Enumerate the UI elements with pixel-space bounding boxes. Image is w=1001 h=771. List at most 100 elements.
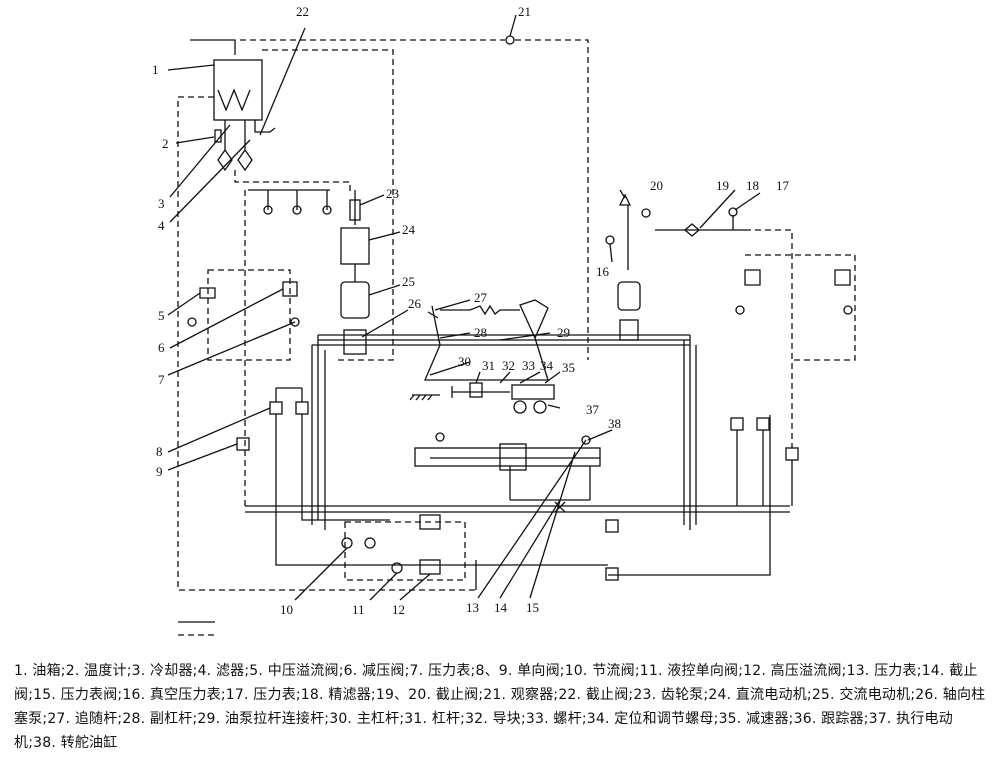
motor-37a xyxy=(513,400,527,414)
callout-38: 38 xyxy=(608,416,621,431)
dashed-right-box xyxy=(745,229,856,448)
check-valve-8b xyxy=(295,401,309,415)
return-line-top xyxy=(240,39,589,360)
callout-8: 8 xyxy=(156,444,163,459)
leader-lines xyxy=(167,14,761,601)
gauge-manifold xyxy=(248,189,330,210)
gauge-b xyxy=(292,205,302,215)
vacuum-gauge-16 xyxy=(605,235,615,245)
callout-31: 31 xyxy=(482,358,495,373)
throttle-valve-10 xyxy=(341,537,353,549)
axial-piston-pump xyxy=(343,329,367,355)
stop-valve-20 xyxy=(618,193,632,206)
callout-26: 26 xyxy=(408,296,422,311)
callout-21: 21 xyxy=(518,4,531,19)
callout-11: 11 xyxy=(352,602,365,617)
main-lever-30 xyxy=(424,344,548,381)
dashed-tank-right xyxy=(262,49,394,361)
motor-37b xyxy=(533,400,547,414)
heater-element xyxy=(217,88,251,112)
callout-27: 27 xyxy=(474,290,488,305)
callout-3: 3 xyxy=(158,196,165,211)
cooler-filter xyxy=(217,120,253,172)
connecting-rod-29 xyxy=(534,337,549,381)
callout-34: 34 xyxy=(540,358,554,373)
cylinder-piston xyxy=(499,443,527,471)
callout-9: 9 xyxy=(156,464,163,479)
gauge-right-a xyxy=(735,305,745,315)
gauge-right-19 xyxy=(641,208,651,218)
callout-6: 6 xyxy=(158,340,165,355)
tank-fill-line xyxy=(190,39,236,55)
callout-28: 28 xyxy=(474,325,487,340)
callout-17: 17 xyxy=(776,178,790,193)
legend-text: 1. 油箱;2. 温度计;3. 冷却器;4. 滤器;5. 中压溢流阀;6. 减压… xyxy=(14,663,986,751)
callout-23: 23 xyxy=(386,186,399,201)
valve-22-line xyxy=(259,27,306,136)
callout-2: 2 xyxy=(162,136,169,151)
callout-7: 7 xyxy=(158,372,165,387)
screw-33 xyxy=(451,386,510,398)
component-legend: 1. 油箱;2. 温度计;3. 冷却器;4. 滤器;5. 中压溢流阀;6. 减压… xyxy=(14,659,989,755)
dashed-box-left xyxy=(207,190,291,506)
main-line-left-vertical xyxy=(311,335,326,530)
right-pump-base xyxy=(619,319,639,341)
relief-valve-5 xyxy=(199,287,216,299)
callout-25: 25 xyxy=(402,274,415,289)
callout-14: 14 xyxy=(494,600,508,615)
gauge-7 xyxy=(290,317,300,327)
relief-right-b xyxy=(834,269,851,286)
hydraulic-system-diagram: 1 2 3 4 5 6 7 8 9 10 11 12 13 14 15 16 1… xyxy=(152,4,856,636)
callout-10: 10 xyxy=(280,602,293,617)
lever-28 xyxy=(427,305,441,346)
callout-37: 37 xyxy=(586,402,600,417)
relief-right-a xyxy=(744,269,761,286)
valve-right-lower-a xyxy=(605,519,619,533)
callout-30: 30 xyxy=(458,354,471,369)
dc-motor xyxy=(340,227,370,265)
right-pump xyxy=(617,281,641,311)
callout-12: 12 xyxy=(392,602,405,617)
ac-motor xyxy=(340,281,370,319)
gear-pump xyxy=(349,199,361,221)
bottom-header xyxy=(245,505,790,513)
guide-block-32 xyxy=(469,382,483,398)
callout-33: 33 xyxy=(522,358,535,373)
check-valve-8a xyxy=(269,401,283,415)
callout-20: 20 xyxy=(650,178,663,193)
callout-22: 22 xyxy=(296,4,309,19)
callout-29: 29 xyxy=(557,325,570,340)
callout-32: 32 xyxy=(502,358,515,373)
callout-13: 13 xyxy=(466,600,479,615)
callout-35: 35 xyxy=(562,360,575,375)
oil-tank xyxy=(213,59,263,121)
tank-drain xyxy=(254,120,276,133)
callout-4: 4 xyxy=(158,218,165,233)
follow-rod-27 xyxy=(440,304,520,316)
rocker-29 xyxy=(519,299,549,340)
callout-1: 1 xyxy=(152,62,159,77)
check-lines xyxy=(275,387,608,566)
dashed-block-lower xyxy=(344,521,466,581)
steering-cylinder xyxy=(414,447,601,467)
gauge-38 xyxy=(581,435,591,445)
gauge-small-left xyxy=(187,317,197,327)
check-right-b xyxy=(756,417,770,431)
valve-right-lower-b xyxy=(605,567,619,581)
gauge-a xyxy=(263,205,273,215)
bottom-return xyxy=(475,415,771,590)
observer-21 xyxy=(505,35,515,45)
callout-15: 15 xyxy=(526,600,539,615)
gauge-pair-a xyxy=(364,537,376,549)
check-valve-9 xyxy=(236,437,250,451)
right-feed xyxy=(627,205,745,270)
suction-dashed xyxy=(234,170,351,192)
reducer-35 xyxy=(511,384,555,400)
callout-16: 16 xyxy=(596,264,610,279)
relief-valve-12 xyxy=(419,559,441,575)
gauge-right-b xyxy=(843,305,853,315)
callout-5: 5 xyxy=(158,308,165,323)
check-right-c xyxy=(785,447,799,461)
callout-19: 19 xyxy=(716,178,729,193)
gauge-17 xyxy=(728,207,738,217)
